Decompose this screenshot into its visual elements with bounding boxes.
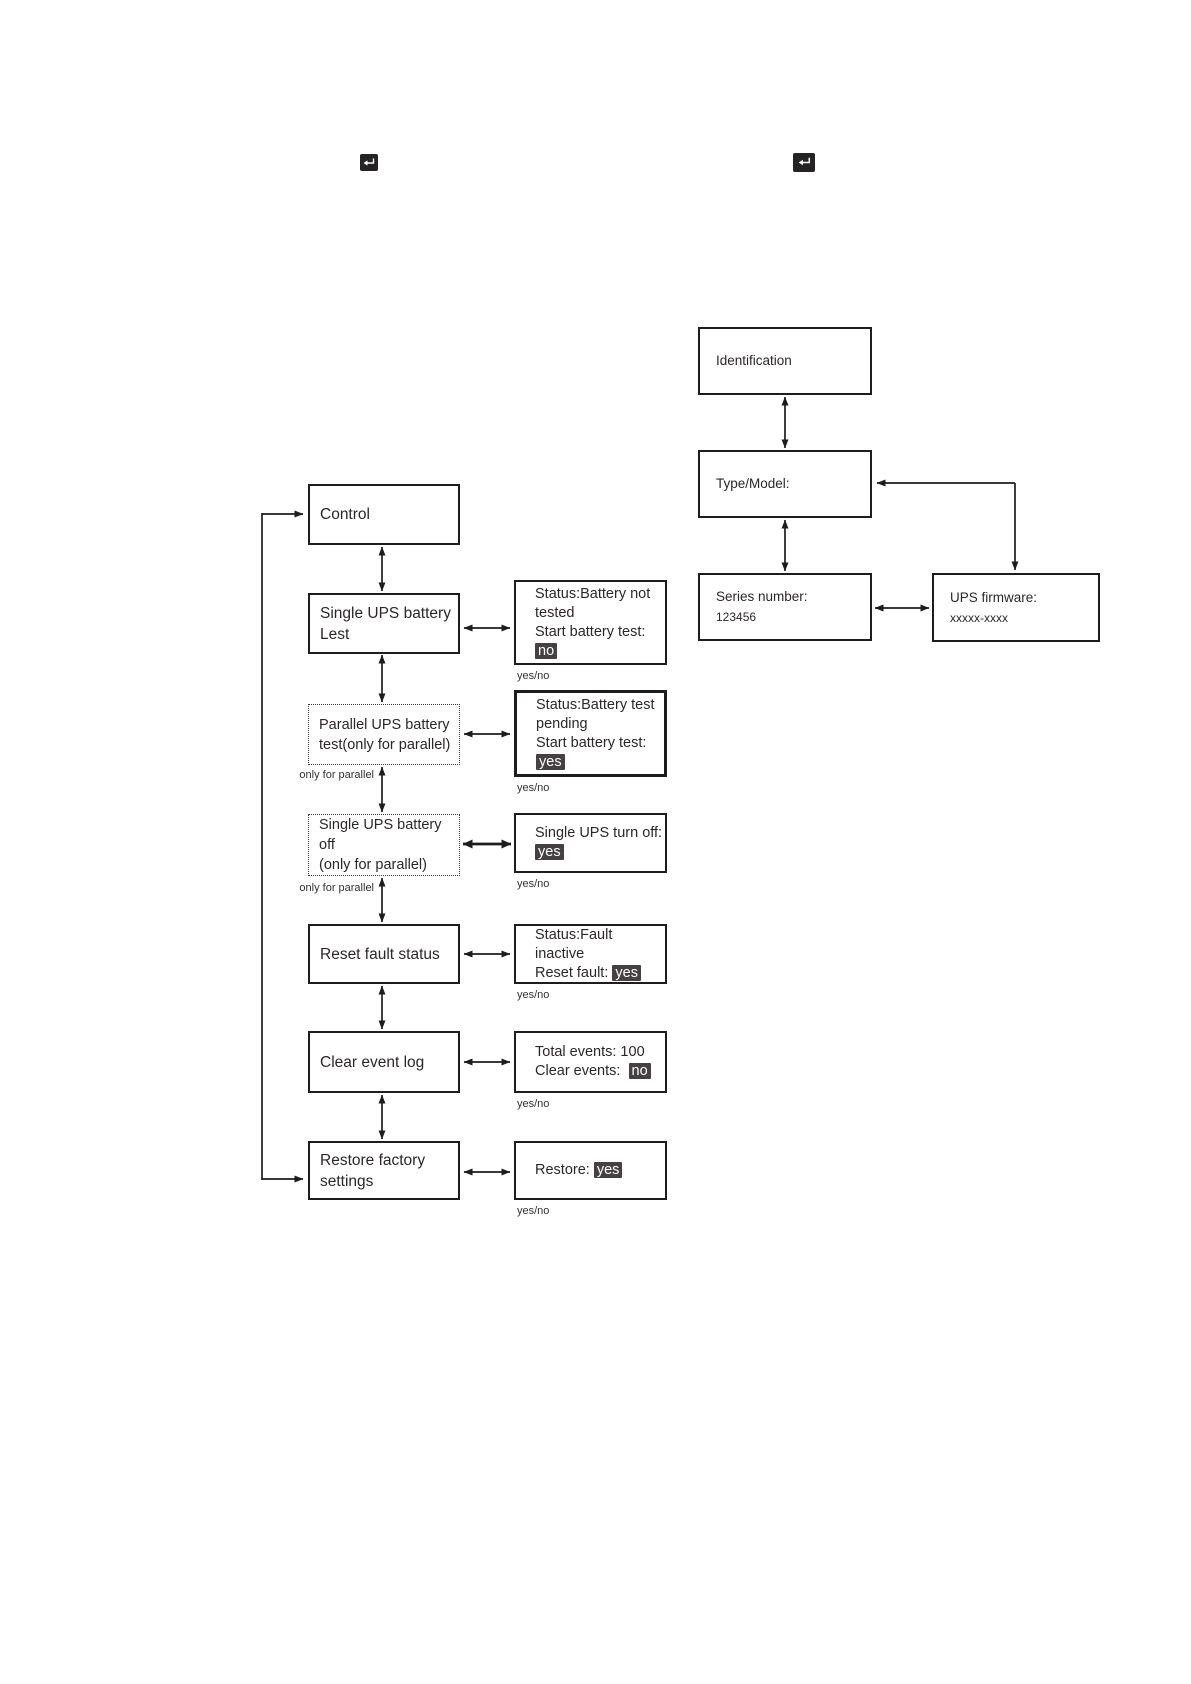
menu-item-label: Lest [320,625,350,643]
menu-item-label: Restore factory [320,1151,426,1169]
status-box: Restore: yes [514,1141,667,1200]
status-line: Start battery test: [536,734,664,753]
yes-no-label: yes/no [517,878,550,890]
ups-firmware-value: xxxxx-xxxx [950,610,1008,625]
return-arrow-icon [363,158,375,166]
only-for-parallel-label: only for parallel [299,769,374,781]
status-text: Status:Fault inactive [535,926,617,962]
menu-item-label: settings [320,1172,374,1190]
status-line: Status:Fault inactive [535,926,665,964]
menu-item-label: Single UPS battery off [319,817,442,853]
menu-item-box: Reset fault status [308,924,460,984]
identification-label: Identification [716,353,792,368]
status-text: Clear events: [535,1063,629,1079]
status-text: Single UPS turn off: [535,825,663,841]
value-chip: no [535,642,558,659]
status-line: Reset fault: yes [535,964,665,983]
ups-firmware-box: UPS firmware: xxxxx-xxxx [932,573,1100,642]
return-icon [360,154,378,171]
status-text: Start battery test: [535,623,646,640]
series-number-value: 123456 [716,610,757,624]
return-arrow-icon [798,157,810,166]
status-text: Start battery test: [536,734,647,751]
status-line: Total events: 100 [535,1043,665,1062]
status-line: no [535,642,665,661]
value-chip: no [628,1063,651,1079]
menu-item-label: Single UPS battery [320,604,451,622]
status-line: Restore: yes [535,1161,665,1180]
status-line: Clear events: no [535,1062,665,1081]
menu-item-box: Clear event log [308,1031,460,1093]
status-line: Status:Battery test [536,696,664,715]
value-chip: yes [593,1162,623,1178]
status-line: pending [536,715,664,734]
control-root-label: Control [320,506,370,523]
status-text: Restore: [535,1162,594,1178]
value-chip: yes [612,964,641,981]
value-chip: yes [536,753,565,770]
type-model-box: Type/Model: [698,450,872,518]
status-line: yes [535,843,665,862]
status-text: Total events: 100 [535,1044,645,1060]
status-line: Start battery test: [535,623,665,642]
status-line: Status:Battery not [535,585,665,604]
status-text: Status:Battery not [535,585,651,602]
yes-no-label: yes/no [517,782,550,794]
menu-item-box: Single UPS battery off (only for parallel… [308,814,460,876]
status-text: Reset fault: [535,964,613,981]
menu-item-label: test(only for parallel) [319,736,451,753]
menu-item-label: Reset fault status [320,945,440,963]
series-number-label: Series number: [716,589,808,604]
yes-no-label: yes/no [517,989,550,1001]
yes-no-label: yes/no [517,1205,550,1217]
menu-item-label: (only for parallel) [319,857,427,873]
menu-item-label: Parallel UPS battery [319,716,450,733]
yes-no-label: yes/no [517,1098,550,1110]
status-line: Single UPS turn off: [535,824,665,843]
yes-no-label: yes/no [517,670,550,682]
only-for-parallel-label: only for parallel [299,882,374,894]
value-chip: yes [535,844,564,860]
status-text: Status:Battery test [536,696,655,713]
status-text: tested [535,604,575,621]
control-root-box: Control [308,484,460,545]
series-number-box: Series number: 123456 [698,573,872,641]
status-line: yes [536,753,664,772]
menu-item-box: Restore factory settings [308,1141,460,1200]
ups-firmware-label: UPS firmware: [950,589,1038,605]
status-text: pending [536,715,588,732]
menu-item-label: Clear event log [320,1053,425,1071]
menu-item-box: Parallel UPS battery test(only for parall… [308,704,460,765]
status-line: tested [535,604,665,623]
identification-box: Identification [698,327,872,395]
return-icon [793,153,815,172]
type-model-label: Type/Model: [716,476,790,491]
status-box: Single UPS turn off: yes [514,813,667,873]
